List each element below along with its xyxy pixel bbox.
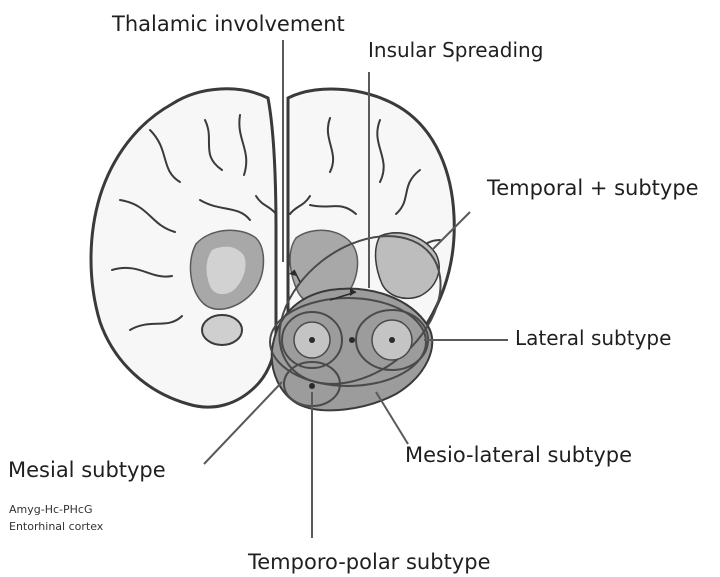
insular-label: Insular Spreading: [368, 38, 543, 62]
mesial-label: Mesial subtype: [8, 458, 166, 482]
temporo-polar-label: Temporo-polar subtype: [247, 550, 490, 574]
mesio-lateral-label: Mesio-lateral subtype: [405, 443, 632, 467]
mesio-lateral-leader: [376, 392, 408, 444]
mesial-detail-entorhinal: Entorhinal cortex: [9, 520, 104, 533]
lateral-label: Lateral subtype: [515, 326, 671, 350]
thalamic-label: Thalamic involvement: [111, 12, 345, 36]
temporal-plus-label: Temporal + subtype: [486, 176, 699, 200]
left-hippocampus: [202, 315, 242, 345]
mesial-detail-amygdala: Amyg-Hc-PHcG: [9, 503, 92, 516]
brain-illustration: [91, 89, 454, 411]
